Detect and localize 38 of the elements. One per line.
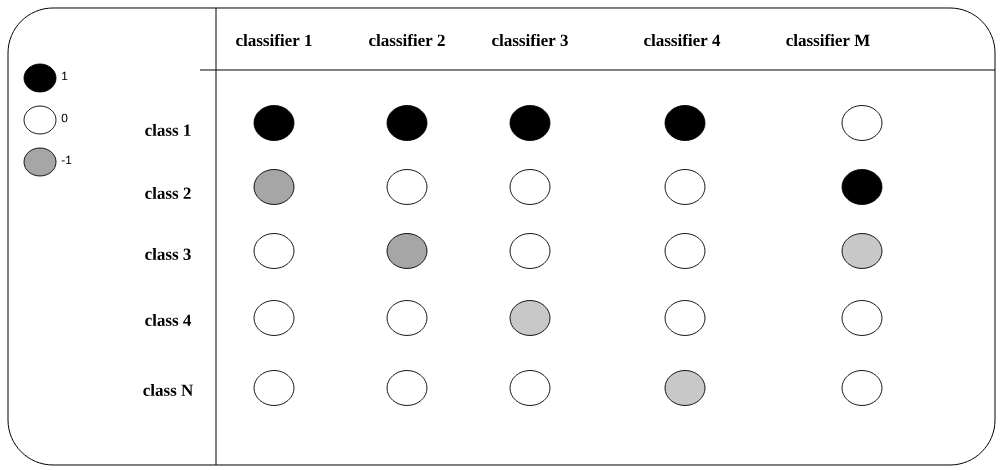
dot — [509, 300, 551, 336]
row-label: class 1 — [145, 124, 191, 136]
dot — [253, 370, 295, 406]
legend-label: 1 — [62, 71, 68, 81]
dot — [509, 169, 551, 205]
dot — [253, 233, 295, 269]
dot — [664, 105, 706, 141]
dot — [253, 169, 295, 205]
dot — [664, 370, 706, 406]
row-label: class 3 — [145, 248, 191, 260]
dot — [509, 105, 551, 141]
legend-label: 0 — [61, 113, 68, 123]
row-label: class 4 — [145, 314, 192, 326]
dot — [841, 105, 883, 141]
row-label: class N — [143, 384, 194, 396]
column-header: classifier 4 — [644, 33, 721, 47]
dot — [841, 300, 883, 336]
dot — [253, 300, 295, 336]
column-header: classifier 2 — [369, 33, 445, 47]
dot — [386, 105, 428, 141]
dot — [509, 233, 551, 269]
dot — [253, 105, 295, 141]
dot — [841, 370, 883, 406]
dot — [841, 169, 883, 205]
dot — [386, 300, 428, 336]
column-header: classifier 3 — [492, 33, 568, 47]
column-header: classifier M — [786, 33, 870, 47]
dot — [664, 169, 706, 205]
dot — [386, 370, 428, 406]
dot — [841, 233, 883, 269]
row-label: class 2 — [145, 187, 191, 199]
dot — [386, 233, 428, 269]
legend-label: -1 — [61, 155, 72, 165]
dot — [664, 300, 706, 336]
column-header: classifier 1 — [236, 33, 312, 47]
dot — [386, 169, 428, 205]
dot — [509, 370, 551, 406]
dot — [664, 233, 706, 269]
